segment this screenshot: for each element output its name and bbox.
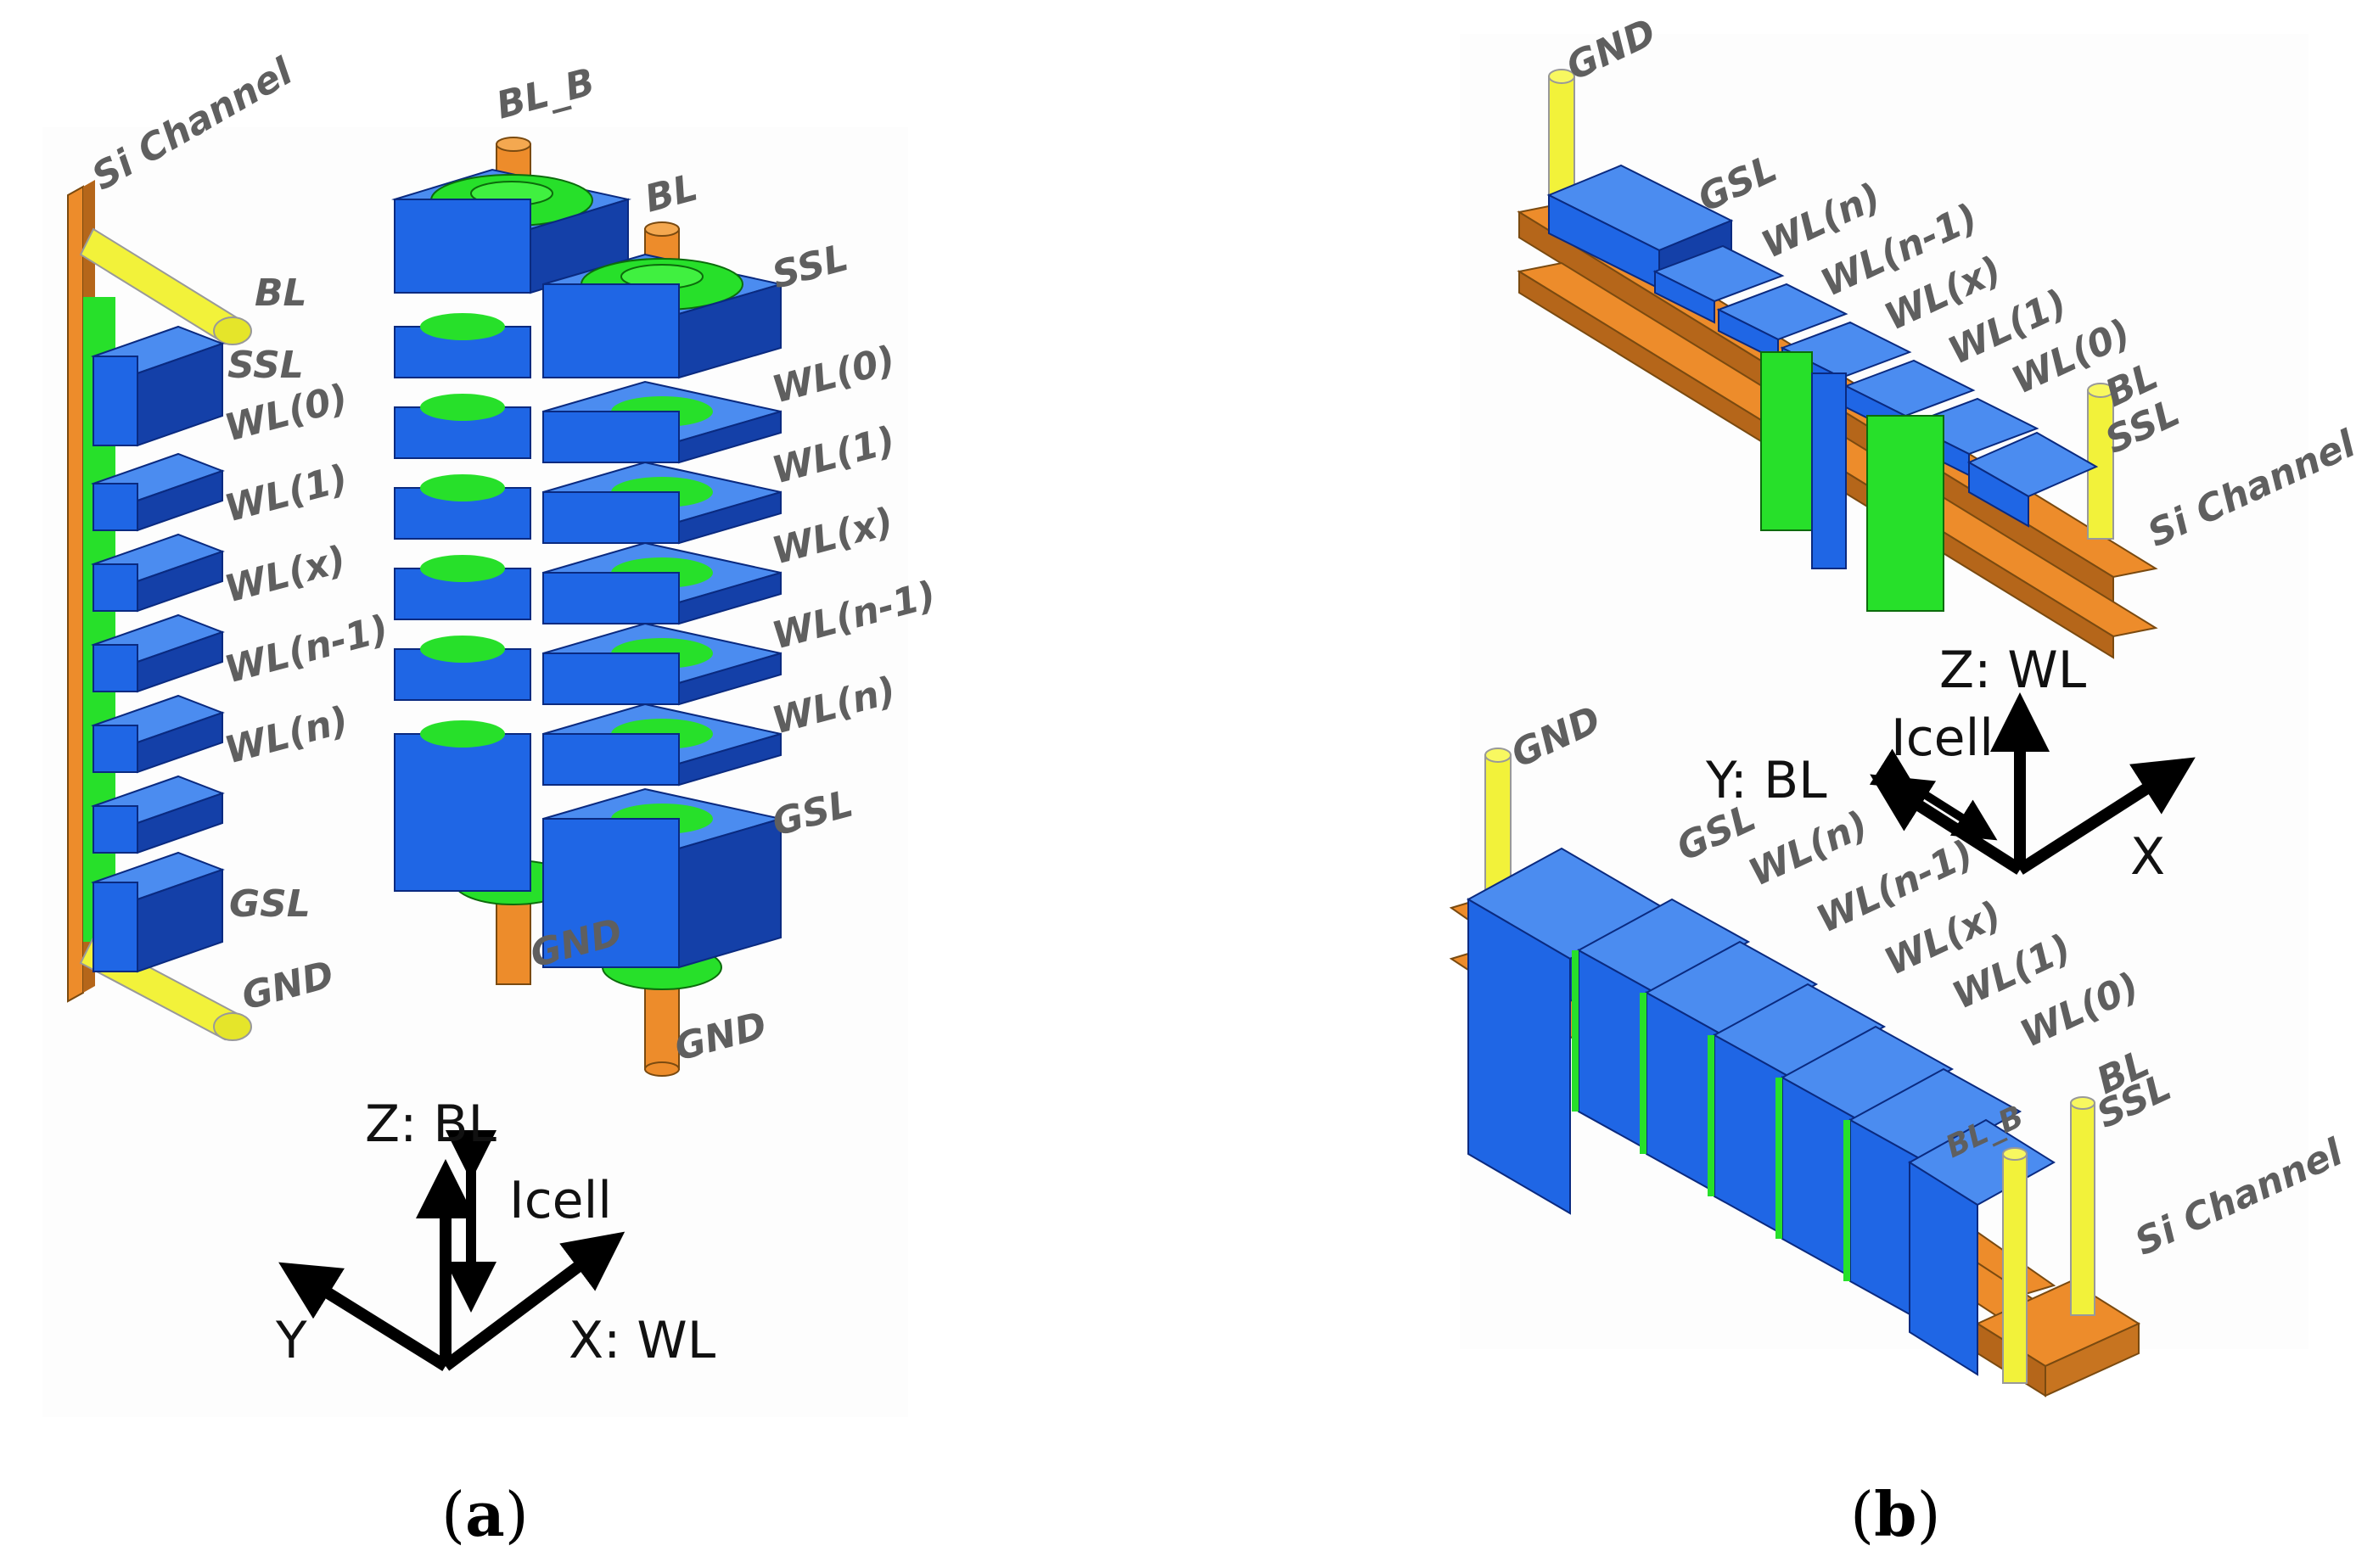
wlx-gate <box>91 613 225 693</box>
x-axis-arrow <box>441 1231 625 1371</box>
front-wl-gate-4 <box>542 703 782 787</box>
bottom-bl-b-cylinder <box>2002 1153 2028 1384</box>
back-wl-gate-0 <box>394 313 531 378</box>
front-wl-gate-0 <box>542 380 782 464</box>
wl1-gate <box>91 533 225 613</box>
back-wl-gate-1 <box>394 394 531 459</box>
wln-gate <box>91 775 225 854</box>
back-wl-gate-2 <box>394 474 531 540</box>
si-channel-bar <box>67 185 84 1003</box>
axis-label-y: Y <box>275 1311 307 1370</box>
b-axis-label-z: Z: WL <box>1939 641 2087 700</box>
top-assembly: GND GSL WL(n) WL(n-1) WL(x) WL(1) WL(0) … <box>1517 10 2356 659</box>
bl-cylinder-end <box>213 316 252 345</box>
back-gsl-gate <box>394 720 531 892</box>
wln1-gate <box>91 694 225 774</box>
left-string-gates <box>91 325 225 973</box>
bottom-ssl-gate <box>1908 1118 2056 1376</box>
b-x-axis-arrow <box>2017 757 2196 875</box>
label-gsl: GSL <box>229 882 311 926</box>
front-wl-gate-2 <box>542 541 782 625</box>
front-ssl-gate <box>542 253 782 379</box>
label-bl-b: BL_B <box>492 60 599 128</box>
caption-b: (b) <box>1850 1478 1941 1550</box>
caption-a: (a) <box>441 1478 529 1550</box>
front-pillar-gates <box>542 253 782 969</box>
b-axis-label-y: Y: BL <box>1705 751 1827 810</box>
top-channel-oxide-2 <box>1866 415 1944 612</box>
back-pillar-gates <box>391 168 631 892</box>
top-channel-oxide-1 <box>1760 351 1813 531</box>
gsl-gate <box>91 851 225 973</box>
axes-b: Z: WL Icell Y: BL X <box>1705 641 2196 887</box>
label-ssl: SSL <box>227 344 304 387</box>
caption-a-letter: a <box>465 1478 505 1550</box>
top-wl-gates <box>1652 244 2039 477</box>
gnd-cylinder-end <box>213 1012 252 1041</box>
y-axis-arrow <box>278 1262 449 1371</box>
b-axis-label-icell: Icell <box>1891 708 1994 768</box>
label-bl: BL <box>255 272 307 315</box>
b-axis-label-x: X <box>2130 827 2165 887</box>
axis-label-z: Z: BL <box>365 1095 497 1154</box>
front-wl-gate-1 <box>542 461 782 545</box>
axis-label-icell: Icell <box>509 1171 612 1230</box>
front-gsl-gate <box>542 787 782 969</box>
bottom-gnd-cylinder <box>1484 754 1512 892</box>
top-vertical-gate <box>1811 372 1847 569</box>
caption-b-letter: b <box>1874 1478 1916 1550</box>
bottom-wl-gates <box>1572 898 2022 1325</box>
bottom-bl-cylinder <box>2070 1102 2095 1316</box>
top-ssl-gate <box>1966 431 2099 528</box>
b-icell-arrow <box>1869 748 1998 841</box>
axes-a: Z: BL Icell Y X: WL <box>275 1095 716 1371</box>
wl0-gate <box>91 452 225 532</box>
front-wl-gate-3 <box>542 622 782 706</box>
axis-label-x: X: WL <box>569 1311 716 1370</box>
back-wl-gate-4 <box>394 636 531 701</box>
ssl-gate <box>91 325 225 447</box>
back-wl-gate-3 <box>394 555 531 620</box>
